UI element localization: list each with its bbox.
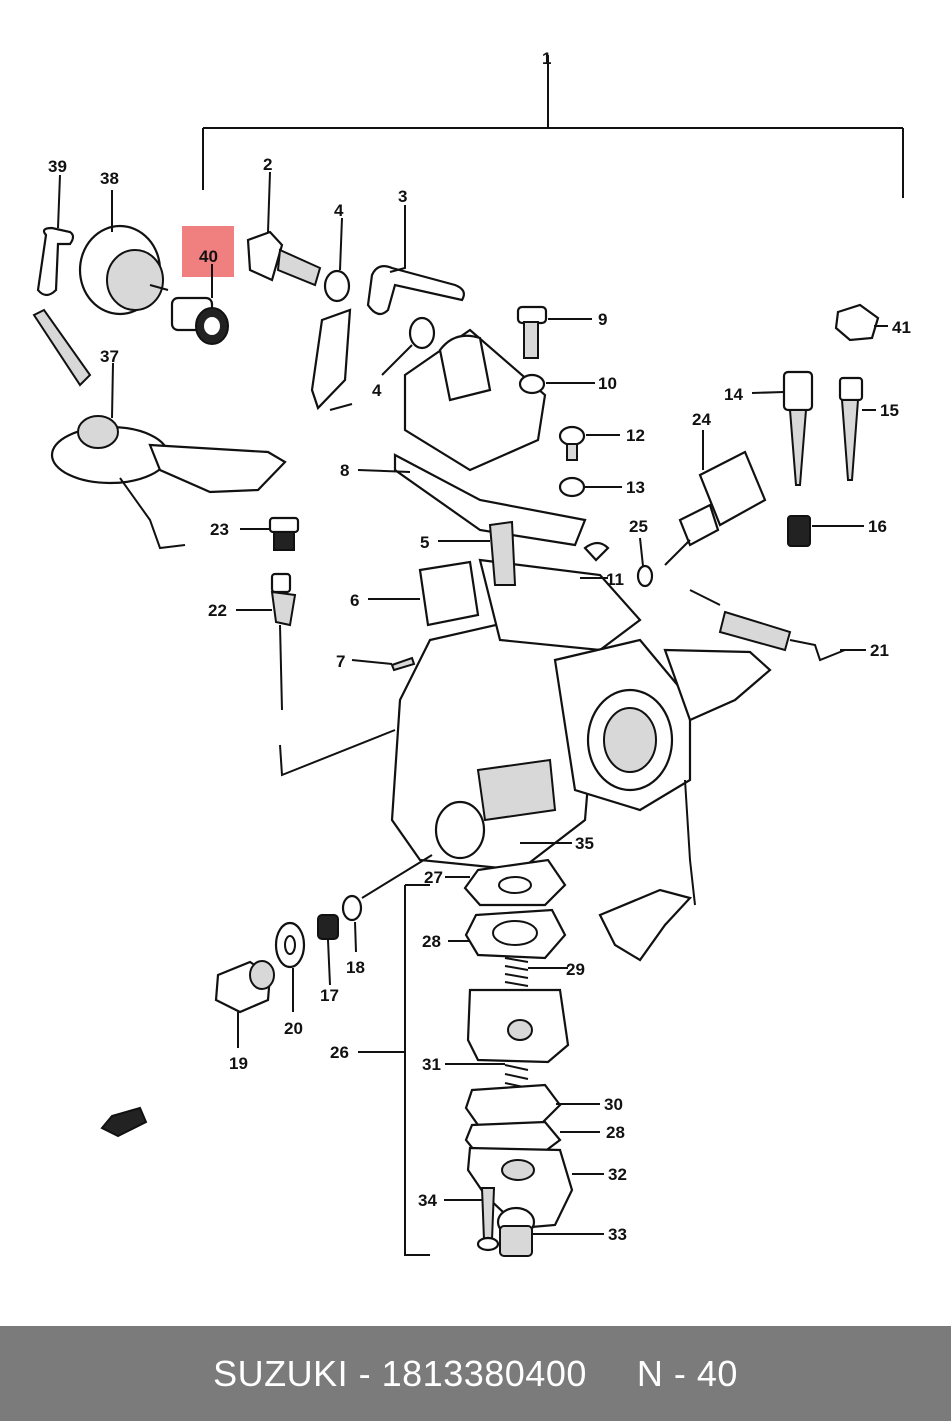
part-5-needle: [488, 520, 517, 586]
label-38: 38: [100, 169, 119, 188]
part-12-screw: [558, 425, 586, 461]
brand-name: SUZUKI: [213, 1352, 349, 1394]
label-26: 26: [330, 1043, 349, 1062]
part-info-footer: SUZUKI - 1813380400 N - 40: [0, 1326, 951, 1421]
part-7-pin: [390, 656, 416, 672]
label-24: 24: [692, 410, 711, 429]
part-10-washer: [518, 373, 546, 395]
label-15: 15: [880, 401, 899, 420]
label-37: 37: [100, 347, 119, 366]
label-39: 39: [48, 157, 67, 176]
part-14-screw: [782, 370, 814, 486]
leader-lines: [57, 171, 888, 1235]
label-10: 10: [598, 374, 617, 393]
label-12: 12: [626, 426, 645, 445]
part-8-cover: [393, 328, 587, 547]
part-21-spring: [689, 589, 846, 662]
label-4b: 4: [372, 381, 382, 400]
label-28: 28: [422, 932, 441, 951]
part-32-cover: [466, 1146, 574, 1230]
part-number: 1813380400: [381, 1352, 587, 1394]
part-41-cap: [834, 303, 880, 342]
part-38-valve: [78, 224, 169, 316]
label-40: 40: [199, 247, 218, 266]
carburetor-exploded-diagram: 1 2 3 4 4 5 6 7 8 9 10 11 12 13 14 15 16…: [32, 49, 911, 1257]
label-23: 23: [210, 520, 229, 539]
label-28b: 28: [606, 1123, 625, 1142]
part-34-screw: [476, 1187, 500, 1252]
part-40-cap: [170, 296, 229, 345]
label-11: 11: [606, 570, 624, 589]
part-20-gasket: [274, 921, 306, 969]
part-15-screw: [838, 376, 864, 481]
highlight-part-40: [182, 226, 234, 277]
label-5: 5: [420, 533, 429, 552]
label-35: 35: [575, 834, 594, 853]
label-20: 20: [284, 1019, 303, 1038]
label-31: 31: [422, 1055, 441, 1074]
front-arrow-icon: [100, 1106, 148, 1138]
part-11-clip: [583, 541, 610, 562]
label-17: 17: [320, 986, 339, 1005]
label-34: 34: [418, 1191, 437, 1210]
part-29-spring: [504, 957, 529, 995]
diagram-reference: N - 40: [636, 1352, 738, 1394]
part-22-needle-valve: [270, 572, 396, 777]
part-31-spring: [504, 1064, 529, 1098]
part-24-solenoid: [664, 450, 767, 566]
label-2: 2: [263, 155, 272, 174]
part-37-diaphragm: [50, 415, 287, 550]
part-33-plug: [496, 1206, 536, 1257]
label-9: 9: [598, 310, 607, 329]
part-13-nut: [558, 476, 586, 498]
label-19: 19: [229, 1054, 248, 1073]
label-16: 16: [868, 517, 887, 536]
label-22: 22: [208, 601, 227, 620]
label-27: 27: [424, 868, 443, 887]
label-29: 29: [566, 960, 585, 979]
pump-housing: [466, 988, 570, 1064]
carburetor-body: [390, 558, 772, 962]
label-41: 41: [892, 318, 911, 337]
part-16-plug: [787, 515, 811, 547]
label-33: 33: [608, 1225, 627, 1244]
label-32: 32: [608, 1165, 627, 1184]
part-2-banjo-bolt: [246, 230, 322, 287]
part-28-diaphragm: [464, 908, 567, 960]
part-labels: 1 2 3 4 4 5 6 7 8 9 10 11 12 13 14 15 16…: [48, 49, 911, 1244]
part-19-drain-plug: [214, 960, 275, 1014]
part-9-screw: [516, 305, 548, 359]
label-3: 3: [398, 187, 407, 206]
part-3-hose-fitting: [310, 265, 465, 411]
part-26-bracket: [404, 884, 430, 1256]
label-25: 25: [629, 517, 648, 536]
separator: -: [358, 1352, 372, 1394]
label-30: 30: [604, 1095, 623, 1114]
part-23-plug: [268, 516, 300, 551]
part-17-bolt: [317, 914, 339, 940]
part-4-washer: [323, 269, 436, 350]
part-25-jet: [636, 564, 654, 588]
assembly-bracket: [202, 55, 904, 198]
label-6: 6: [350, 591, 359, 610]
label-21: 21: [870, 641, 889, 660]
label-14: 14: [724, 385, 743, 404]
part-18-washer: [341, 894, 363, 922]
part-39-hose: [32, 226, 92, 387]
label-4: 4: [334, 201, 344, 220]
label-1: 1: [542, 49, 551, 68]
part-27-gasket: [463, 858, 567, 907]
label-8: 8: [340, 461, 349, 480]
label-13: 13: [626, 478, 645, 497]
part-30-diaphragm: [464, 1083, 562, 1127]
label-18: 18: [346, 958, 365, 977]
label-7: 7: [336, 652, 345, 671]
